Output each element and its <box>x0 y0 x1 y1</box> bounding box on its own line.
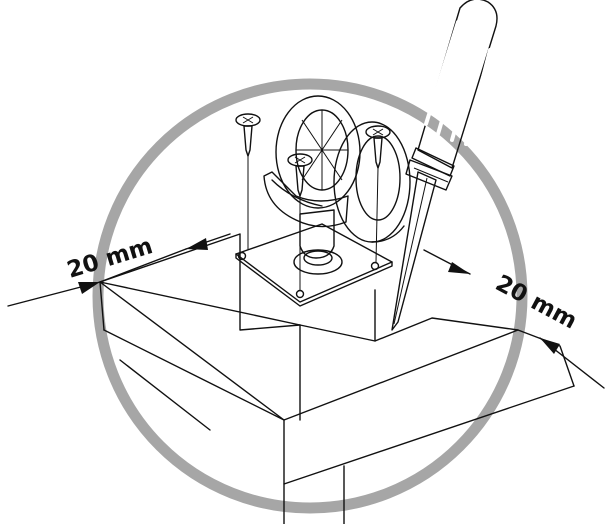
screw-right <box>365 125 391 263</box>
dimension-left: 20 mm <box>7 233 231 307</box>
mounting-plate <box>235 223 393 307</box>
screw-left <box>235 113 261 250</box>
dimension-right-label: 20 mm <box>491 270 581 334</box>
caster-wheel <box>263 95 411 259</box>
magnifier-ring <box>92 78 528 514</box>
screw-middle <box>287 153 313 290</box>
screwdriver-icon <box>391 0 498 331</box>
